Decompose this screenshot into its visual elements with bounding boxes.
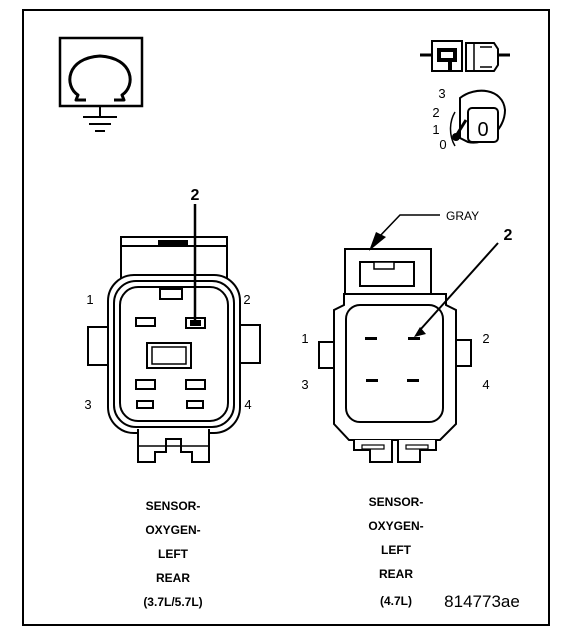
dial-value: 0	[477, 119, 488, 141]
right-pin-3: 3	[301, 377, 308, 392]
left-caption-line-2: OXYGEN-	[145, 523, 200, 537]
left-callout: 2	[191, 187, 200, 204]
right-connector	[318, 214, 499, 463]
left-caption-line-1: SENSOR-	[146, 499, 201, 513]
dial-scale-1: 1	[432, 122, 439, 137]
left-pin-3: 3	[84, 397, 91, 412]
right-caption-line-1: SENSOR-	[369, 495, 424, 509]
left-caption: SENSOR- OXYGEN- LEFT REAR (3.7L/5.7L)	[143, 499, 202, 609]
right-callout: 2	[504, 227, 513, 244]
connector-icon	[420, 40, 510, 72]
left-pin-2: 2	[243, 292, 250, 307]
right-caption: SENSOR- OXYGEN- LEFT REAR (4.7L)	[368, 495, 423, 608]
right-caption-line-2: OXYGEN-	[368, 519, 423, 533]
right-caption-line-3: LEFT	[381, 543, 412, 557]
dial-scale-2: 2	[432, 105, 439, 120]
dial-scale-0: 0	[439, 137, 446, 152]
left-caption-line-4: REAR	[156, 571, 190, 585]
left-pin-1: 1	[86, 292, 93, 307]
right-pin-2: 2	[482, 331, 489, 346]
left-connector	[87, 204, 261, 463]
right-pin-4: 4	[482, 377, 489, 392]
figure-id: 814773ae	[444, 592, 520, 611]
ohm-ground-icon	[58, 36, 144, 132]
right-pin-1: 1	[301, 331, 308, 346]
right-caption-line-5: (4.7L)	[380, 594, 412, 608]
left-pin-4: 4	[244, 397, 251, 412]
right-caption-line-4: REAR	[379, 567, 413, 581]
gray-color-label: GRAY	[446, 209, 479, 223]
left-caption-line-5: (3.7L/5.7L)	[143, 595, 202, 609]
dial-scale-3: 3	[438, 86, 445, 101]
ohmmeter-dial-icon: 3 2 1 0 0	[432, 86, 507, 152]
left-caption-line-3: LEFT	[158, 547, 189, 561]
